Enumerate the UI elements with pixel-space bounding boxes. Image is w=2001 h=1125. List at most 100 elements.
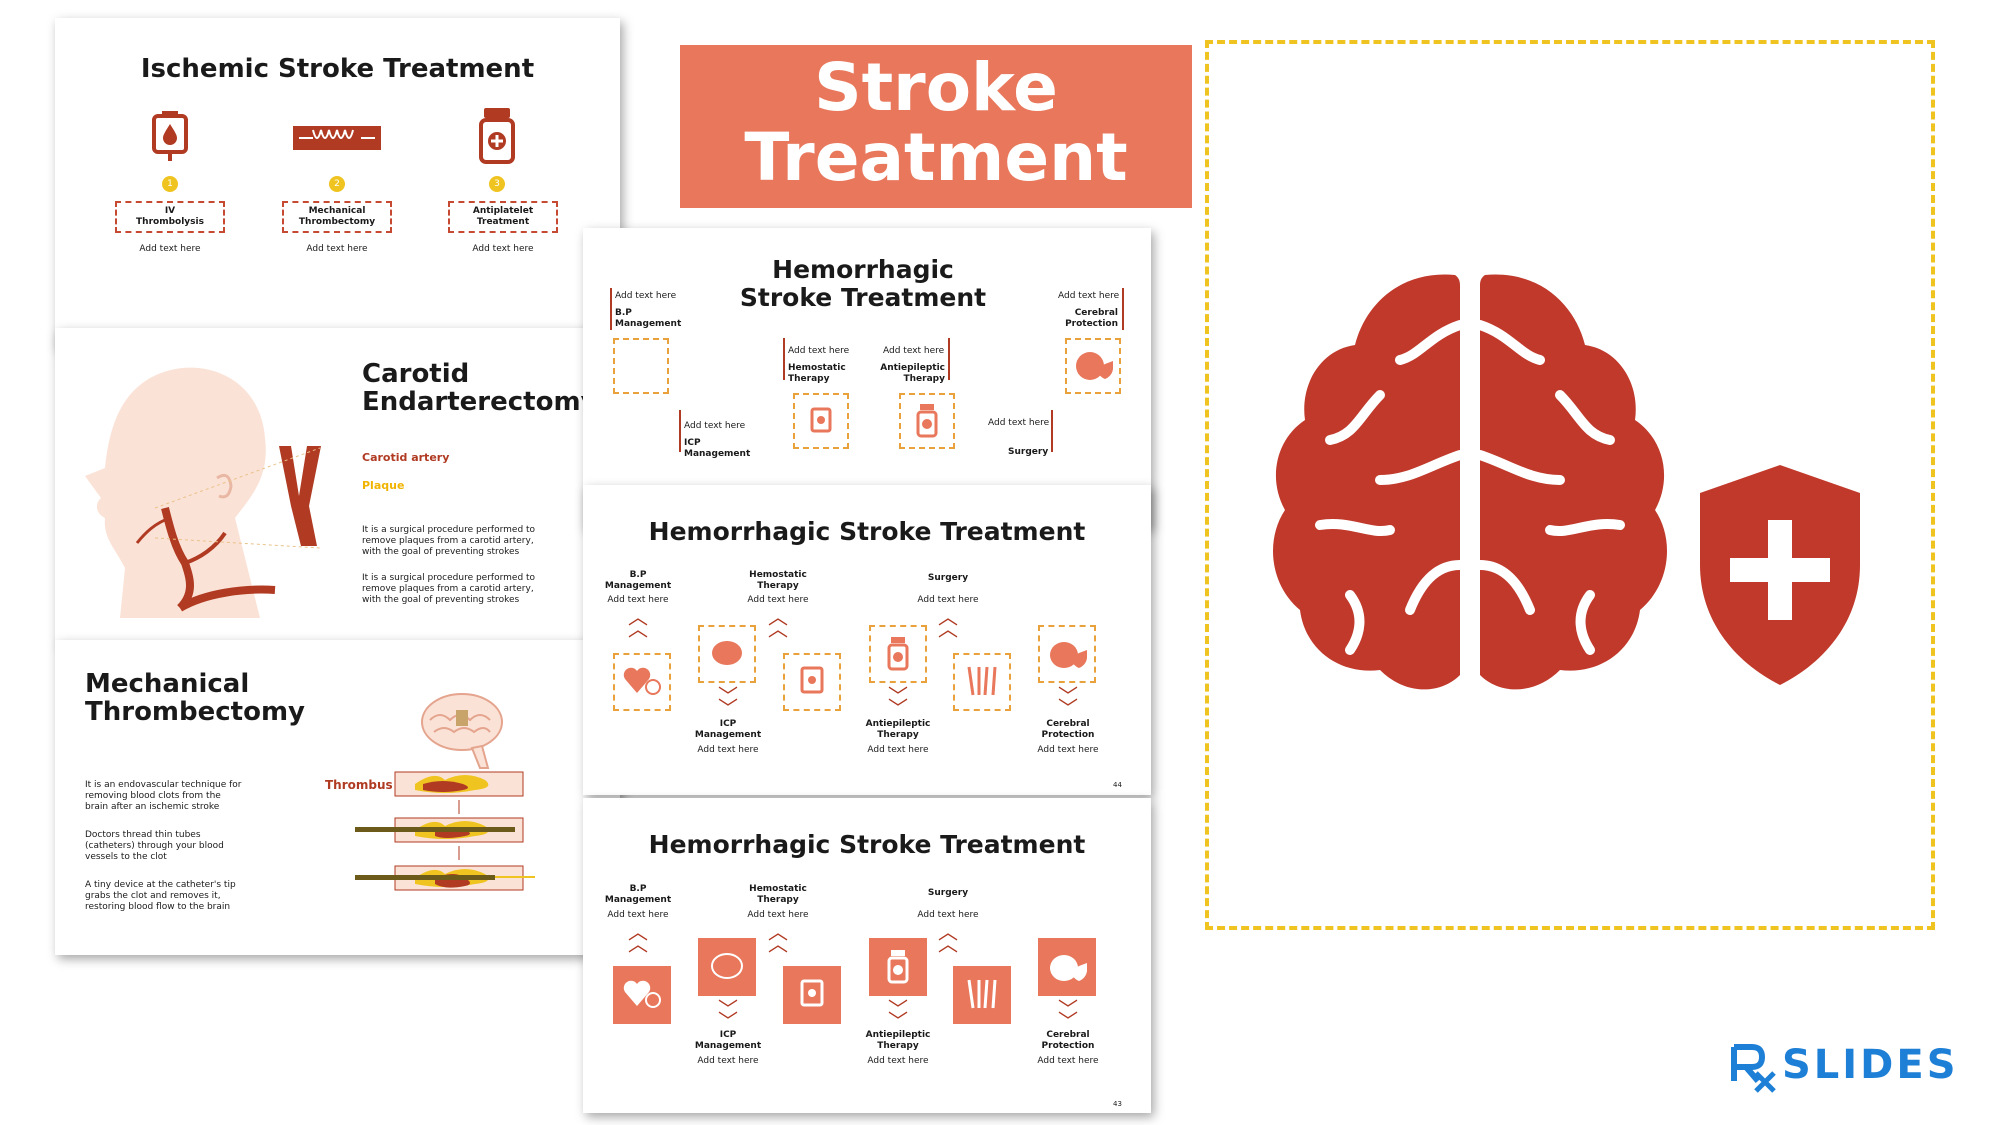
antiepileptic-icon-box bbox=[899, 393, 955, 449]
note-text: Add text here bbox=[988, 418, 1050, 428]
brain-shield-icon bbox=[1273, 274, 1860, 690]
label-plaque: Plaque bbox=[362, 479, 405, 492]
chevron-down-icon: ﹀﹀ bbox=[718, 684, 738, 720]
iv-bag-icon bbox=[810, 407, 832, 433]
bp-icon-box bbox=[613, 653, 671, 711]
slide-title: Hemorrhagic Stroke Treatment bbox=[648, 517, 1086, 546]
brain-icon bbox=[711, 953, 743, 979]
icp-icon-box bbox=[698, 625, 756, 683]
item-label: Surgery bbox=[1008, 447, 1049, 457]
note-text: Add text here bbox=[615, 291, 677, 301]
paragraph: Doctors thread thin tubes(catheters) thr… bbox=[85, 830, 224, 862]
step-label-box bbox=[448, 201, 558, 233]
note-text: Add text here bbox=[697, 1056, 759, 1066]
heart-rate-icon bbox=[623, 667, 661, 695]
rx-logo-icon bbox=[1731, 1044, 1776, 1093]
pill-bottle-icon bbox=[887, 950, 909, 984]
zoom-lines bbox=[154, 447, 321, 549]
head-illustration bbox=[85, 367, 276, 618]
label-thrombus: Thrombus bbox=[325, 778, 393, 792]
step-note: Add text here bbox=[139, 244, 201, 254]
pill-bottle-icon bbox=[887, 637, 909, 671]
note-text: Add text here bbox=[697, 745, 759, 755]
bp-icon-box bbox=[613, 338, 669, 394]
chevron-down-icon: ﹀﹀ bbox=[888, 997, 908, 1033]
brain-illustration bbox=[421, 693, 503, 769]
chevron-down-icon: ﹀﹀ bbox=[888, 684, 908, 720]
step-label-box bbox=[282, 201, 392, 233]
note-text: Add text here bbox=[747, 595, 809, 605]
accent-line bbox=[948, 338, 950, 380]
note-text: Add text here bbox=[607, 910, 669, 920]
iv-bag-icon bbox=[800, 979, 824, 1007]
icp-tile bbox=[698, 938, 756, 996]
note-text: Add text here bbox=[684, 421, 746, 431]
page-number: 43 bbox=[1113, 1100, 1122, 1108]
slide-title: Hemorrhagic Stroke Treatment bbox=[648, 830, 1086, 859]
note-text: Add text here bbox=[788, 346, 850, 356]
iv-bag-icon bbox=[152, 111, 188, 161]
chevron-up-icon: ︿︿ bbox=[768, 605, 788, 641]
chevron-up-icon: ︿︿ bbox=[938, 605, 958, 641]
chevron-down-icon: ﹀﹀ bbox=[1058, 684, 1078, 720]
note-text: Add text here bbox=[607, 595, 669, 605]
pill-bottle-icon bbox=[916, 404, 938, 438]
note-text: Add text here bbox=[917, 910, 979, 920]
chevron-up-icon: ︿︿ bbox=[628, 920, 648, 956]
note-text: Add text here bbox=[1037, 745, 1099, 755]
accent-line bbox=[1051, 410, 1053, 452]
surgery-icon-box bbox=[953, 653, 1011, 711]
chevron-up-icon: ︿︿ bbox=[768, 920, 788, 956]
item-label: Surgery bbox=[927, 573, 969, 583]
slide-title: Ischemic Stroke Treatment bbox=[140, 54, 535, 84]
brand-logo: SLIDES bbox=[1730, 1044, 1956, 1095]
step-label-box bbox=[115, 201, 225, 233]
antiepileptic-icon-box bbox=[869, 625, 927, 683]
note-text: Add text here bbox=[747, 910, 809, 920]
vessel-diagram bbox=[355, 771, 535, 891]
step-note: Add text here bbox=[306, 244, 368, 254]
chevron-down-icon: ﹀﹀ bbox=[718, 997, 738, 1033]
brain-icon bbox=[712, 641, 742, 665]
step-number-badge: 3 bbox=[489, 176, 505, 192]
accent-line bbox=[783, 338, 785, 380]
accent-line bbox=[610, 288, 612, 330]
chevron-up-icon: ︿︿ bbox=[628, 605, 648, 641]
step-note: Add text here bbox=[472, 244, 534, 254]
stent-icon bbox=[293, 126, 381, 150]
step-number-badge: 1 bbox=[162, 176, 178, 192]
brain-shield-icon bbox=[1076, 352, 1113, 380]
note-text: Add text here bbox=[867, 745, 929, 755]
chevron-down-icon: ﹀﹀ bbox=[1058, 997, 1078, 1033]
brain-shield-icon bbox=[1050, 955, 1087, 981]
pill-bottle-icon bbox=[479, 108, 515, 164]
note-text: Add text here bbox=[1058, 291, 1120, 301]
step-number-badge: 2 bbox=[329, 176, 345, 192]
